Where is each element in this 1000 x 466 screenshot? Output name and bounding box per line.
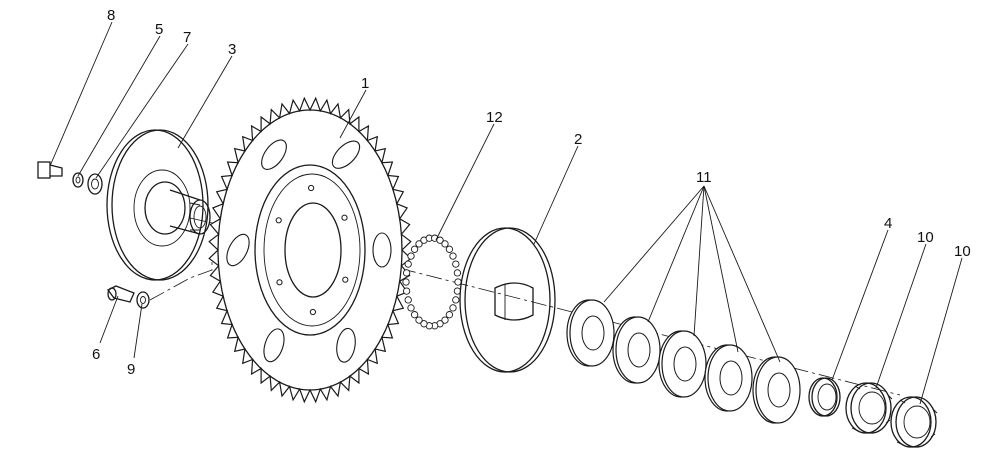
part-3-hub-flange xyxy=(106,129,211,281)
sprocket-bolt-holes xyxy=(275,184,349,316)
bearing-ball xyxy=(407,252,415,260)
bearing-ball xyxy=(445,245,454,253)
sprocket-bolt-hole xyxy=(341,214,348,221)
bearing-ball xyxy=(436,236,444,244)
bearing-ball xyxy=(410,245,419,253)
callout-9: 9 xyxy=(127,361,135,378)
bearing-ball xyxy=(404,296,412,304)
bearing-ball xyxy=(402,278,410,286)
bearing-ball xyxy=(452,260,460,268)
bearing-ball xyxy=(402,269,411,277)
part-4-ring xyxy=(808,377,841,417)
callout-5: 5 xyxy=(155,21,163,38)
leader-lines xyxy=(49,21,963,405)
part-9-nut xyxy=(136,291,150,309)
part-7-ring xyxy=(87,173,103,195)
bearing-ball xyxy=(454,278,462,286)
washer-hole xyxy=(719,360,743,396)
bearing-ball xyxy=(420,320,428,328)
sprocket-bolt-hole xyxy=(309,308,316,316)
callout-3: 3 xyxy=(228,41,236,58)
part-5-washer xyxy=(72,172,84,188)
part-2-plate xyxy=(459,227,556,373)
bearing-ball xyxy=(402,287,411,295)
bearing-ball xyxy=(441,240,449,248)
part-8-bolt xyxy=(37,161,63,179)
callout-labels: 8 5 7 3 1 12 2 11 4 10 10 6 9 xyxy=(92,7,971,378)
washer-hole xyxy=(767,372,791,408)
callout-7: 7 xyxy=(183,29,191,46)
sprocket-slot xyxy=(372,232,392,268)
sprocket-bolt-hole xyxy=(276,279,283,286)
sprocket-slot xyxy=(261,139,287,170)
sprocket-slot xyxy=(226,233,250,267)
callout-1: 1 xyxy=(361,75,369,92)
sprocket-slot xyxy=(263,328,285,363)
part-11-washers xyxy=(566,299,801,424)
sprocket-slot xyxy=(331,140,361,169)
callout-10-right: 10 xyxy=(954,243,971,260)
callout-12: 12 xyxy=(486,109,503,126)
bearing-ball xyxy=(452,296,460,304)
sprocket-slot xyxy=(336,327,356,363)
washer-hole xyxy=(627,332,651,368)
part-10-nut-left xyxy=(845,382,893,434)
part-1-sprocket xyxy=(208,96,412,404)
washer-hole xyxy=(581,315,605,351)
sprocket-lightening-slots xyxy=(226,139,392,363)
callout-4: 4 xyxy=(884,215,892,232)
bearing-ball xyxy=(410,311,419,319)
bearing-ball xyxy=(449,304,457,312)
sprocket-bolt-hole xyxy=(342,276,349,283)
sprocket-bolt-hole xyxy=(308,184,315,192)
callout-10-left: 10 xyxy=(917,229,934,246)
bearing-ball xyxy=(449,252,457,260)
part-6-screw xyxy=(107,285,135,303)
bearing-ball xyxy=(415,240,423,248)
callout-2: 2 xyxy=(574,131,582,148)
callout-11: 11 xyxy=(696,169,712,186)
part-10-nut-right xyxy=(890,396,938,448)
sprocket-bolt-hole xyxy=(275,217,282,224)
bearing-ball xyxy=(407,304,415,312)
bearing-ball xyxy=(441,316,449,324)
callout-6: 6 xyxy=(92,346,100,363)
bearing-ball xyxy=(453,269,462,277)
washer-hole xyxy=(673,346,697,382)
bearing-ball xyxy=(404,260,412,268)
bearing-ball xyxy=(415,316,423,324)
callout-8: 8 xyxy=(107,7,115,24)
part-12-ball-ring xyxy=(402,234,462,330)
bearing-ball xyxy=(445,311,454,319)
